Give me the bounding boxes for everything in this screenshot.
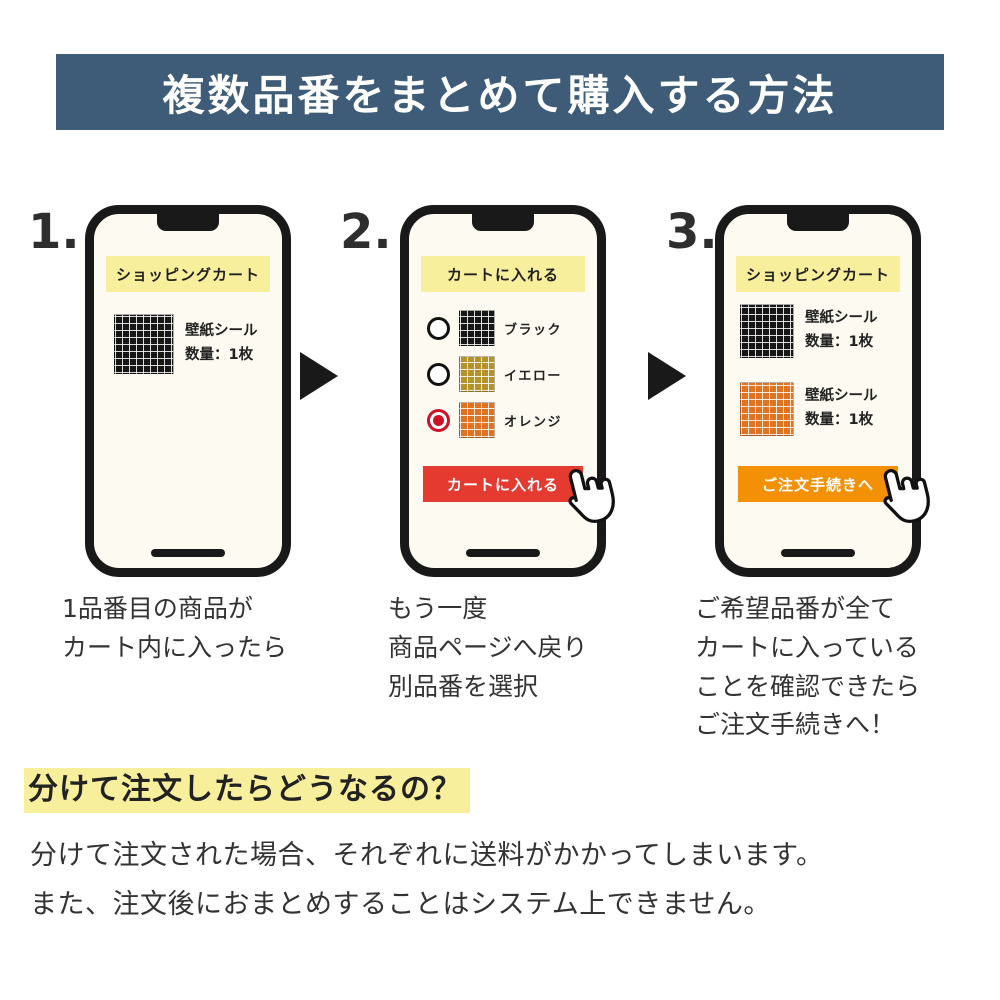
- phone-notch: [472, 214, 534, 231]
- step-1-caption: 1品番目の商品が カート内に入ったら: [62, 594, 288, 662]
- page-title: 複数品番をまとめて購入する方法: [56, 54, 944, 130]
- color-option-yellow[interactable]: イエロー: [427, 356, 562, 392]
- product-swatch-black: [740, 304, 794, 358]
- add-to-cart-header-banner: カートに入れる: [421, 256, 585, 292]
- phone-notch: [157, 214, 219, 231]
- answer-body-text: 分けて注文された場合、それぞれに送料がかかってしまいます。 また、注文後におまと…: [30, 840, 824, 920]
- question-heading-highlight: 分けて注文したらどうなるの？: [24, 768, 470, 813]
- hand-cursor-icon: [883, 469, 930, 523]
- option-label: イエロー: [504, 368, 562, 384]
- product-swatch-orange: [740, 382, 794, 436]
- right-arrow-icon: [300, 352, 338, 400]
- option-swatch-black: [459, 310, 495, 346]
- phone-step-1: ショッピングカート 壁紙シール 数量：1枚: [85, 205, 291, 577]
- color-option-black[interactable]: ブラック: [427, 310, 562, 346]
- option-swatch-yellow: [459, 356, 495, 392]
- step-3-number: 3.: [666, 204, 718, 260]
- phone-home-indicator: [151, 549, 225, 557]
- phone-home-indicator: [781, 549, 855, 557]
- cart-item-text: 壁紙シール 数量：1枚: [805, 388, 878, 428]
- cart-item-row: 壁紙シール 数量：1枚: [114, 314, 258, 374]
- cart-header-banner: ショッピングカート: [736, 256, 900, 292]
- radio-button-unselected[interactable]: [427, 316, 450, 340]
- cart-item-row: 壁紙シール 数量：1枚: [740, 304, 878, 358]
- phone-step-2: カートに入れる ブラック イエロー オレンジ カートに入れる: [400, 205, 615, 577]
- hand-cursor-icon: [568, 469, 615, 523]
- proceed-to-order-button[interactable]: ご注文手続きへ: [738, 466, 898, 502]
- option-label: ブラック: [504, 322, 563, 338]
- right-arrow-icon: [648, 352, 686, 400]
- phone-notch: [787, 214, 849, 231]
- option-label: オレンジ: [504, 414, 563, 430]
- cart-item-row: 壁紙シール 数量：1枚: [740, 382, 878, 436]
- step-1-number: 1.: [28, 204, 80, 260]
- option-swatch-orange: [459, 402, 495, 438]
- add-to-cart-button[interactable]: カートに入れる: [423, 466, 583, 502]
- step-2-caption: もう一度 商品ページへ戻り 別品番を選択: [388, 594, 588, 701]
- phone-home-indicator: [466, 549, 540, 557]
- question-heading: 分けて注文したらどうなるの？: [24, 764, 470, 813]
- radio-button-selected[interactable]: [427, 408, 450, 432]
- cart-item-text: 壁紙シール 数量：1枚: [805, 310, 878, 350]
- cart-header-banner: ショッピングカート: [106, 256, 270, 292]
- phone-step-3: ショッピングカート 壁紙シール 数量：1枚 壁紙シール 数量：1枚 ご注文手続き…: [715, 205, 930, 577]
- cart-item-text: 壁紙シール 数量：1枚: [185, 323, 258, 363]
- color-option-orange[interactable]: オレンジ: [427, 402, 562, 438]
- product-swatch-black: [114, 314, 174, 374]
- radio-button-unselected[interactable]: [427, 362, 450, 386]
- step-3-caption: ご希望品番が全て カートに入っている ことを確認できたら ご注文手続きへ！: [695, 594, 921, 740]
- step-2-number: 2.: [340, 204, 392, 260]
